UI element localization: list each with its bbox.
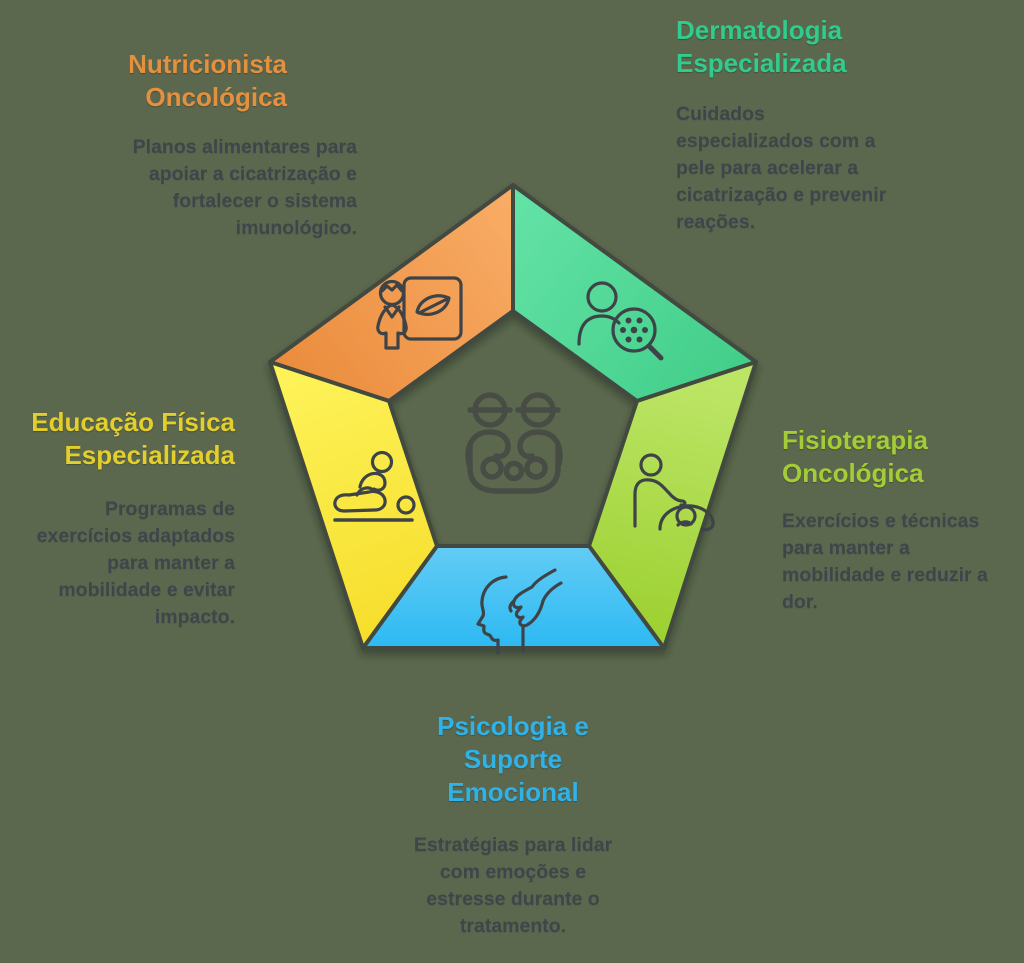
nutritionist-diet-board-icon [376, 276, 463, 350]
section-title-fisioterapia: Fisioterapia Oncológica [782, 425, 928, 488]
section-title-educacao: Educação Física Especializada [31, 407, 235, 470]
adapted-exercise-icon [333, 450, 416, 522]
section-description-fisioterapia: Exercícios e técnicas para manter a mobi… [782, 510, 988, 613]
physiotherapy-massage-icon [633, 453, 715, 532]
skin-exam-magnifier-icon [577, 281, 664, 361]
care-team-icon [465, 392, 563, 494]
section-description-dermatologia: Cuidados especializados com a pele para … [676, 103, 887, 233]
section-title-nutricionista: Nutricionista Oncológica [128, 49, 287, 112]
section-title-psicologia: Psicologia e Suporte Emocional [437, 711, 589, 807]
section-description-psicologia: Estratégias para lidar com emoções e est… [413, 834, 613, 937]
section-description-nutricionista: Planos alimentares para apoiar a cicatri… [132, 136, 357, 239]
section-title-dermatologia: Dermatologia Especializada [676, 15, 847, 78]
section-description-educacao: Programas de exercícios adaptados para m… [36, 498, 235, 628]
head-comfort-hand-icon [476, 568, 563, 655]
segment-educacao [268, 360, 439, 650]
